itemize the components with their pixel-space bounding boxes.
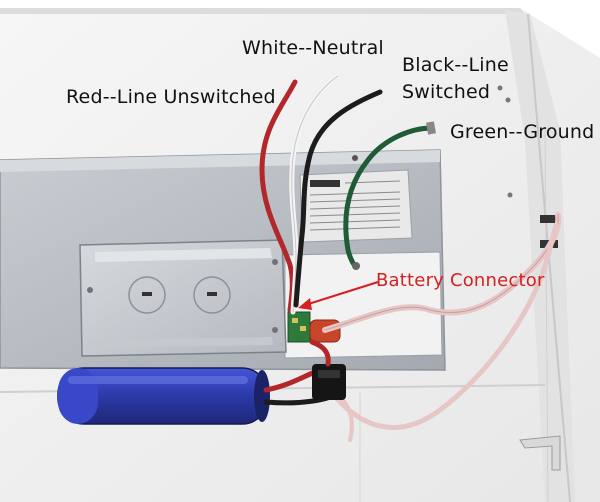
- battery-box-lid: [79, 239, 287, 357]
- green-wire-label: Green--Ground: [450, 121, 595, 143]
- black-wire-label-line2: Switched: [402, 81, 491, 103]
- red-wire: [259, 79, 298, 313]
- battery-connector-arrow: [301, 281, 379, 307]
- black-wire: [293, 89, 383, 308]
- red-wire-label: Red--Line Unswitched: [66, 86, 276, 108]
- battery-pack: [57, 367, 270, 425]
- green-wire: [343, 125, 435, 269]
- black-wire-label-line1: Black--Line: [402, 54, 509, 76]
- inline-connector: [312, 364, 346, 400]
- battery-connector-label: Battery Connector: [376, 270, 545, 291]
- white-wire-label: White--Neutral: [242, 37, 384, 59]
- battery-connector-board: [287, 311, 311, 343]
